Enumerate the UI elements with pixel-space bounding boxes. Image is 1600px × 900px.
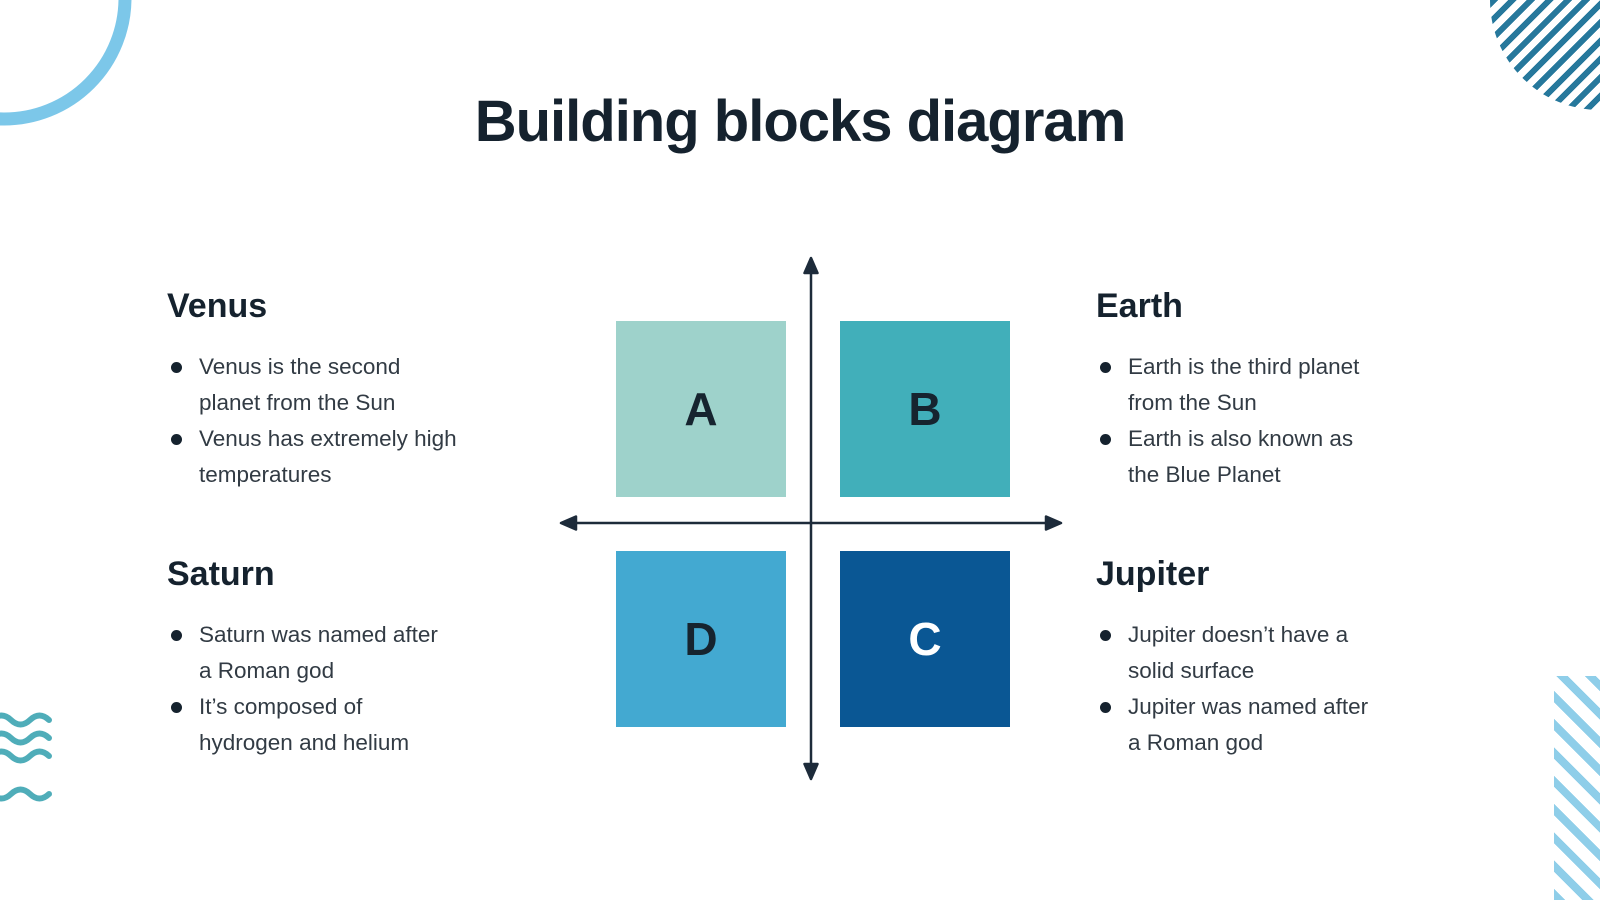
block-label: D bbox=[684, 613, 718, 665]
bullet-text: It’s composed of hydrogen and helium bbox=[199, 693, 410, 755]
list-item: Venus is the second planet from the Sun bbox=[167, 349, 507, 421]
bullet-icon bbox=[171, 701, 182, 713]
bullet-text: Jupiter doesn’t have a solid surface bbox=[1128, 621, 1349, 683]
list-item: Jupiter was named after a Roman god bbox=[1096, 689, 1436, 761]
block-d: D bbox=[616, 551, 786, 727]
list-item: Earth is the third planet from the Sun bbox=[1096, 349, 1436, 421]
list-item: Jupiter doesn’t have a solid surface bbox=[1096, 617, 1436, 689]
bullet-text: Jupiter was named after a Roman god bbox=[1128, 693, 1369, 755]
list-item: Saturn was named after a Roman god bbox=[167, 617, 507, 689]
section-heading: Venus bbox=[167, 287, 268, 325]
bullet-text: Saturn was named after a Roman god bbox=[199, 621, 438, 683]
bullet-icon bbox=[1100, 433, 1111, 445]
block-label: B bbox=[908, 383, 942, 435]
arrow-left-icon bbox=[559, 515, 578, 531]
list-item: It’s composed of hydrogen and helium bbox=[167, 689, 507, 761]
list-item: Venus has extremely high temperatures bbox=[167, 421, 507, 493]
bullet-icon bbox=[1100, 361, 1111, 373]
bullet-list: Earth is the third planet from the Sun E… bbox=[1096, 349, 1436, 493]
bullet-text: Venus has extremely high temperatures bbox=[199, 425, 457, 487]
section-earth: Earth Earth is the third planet from the… bbox=[1096, 286, 1436, 493]
section-saturn: Saturn Saturn was named after a Roman go… bbox=[167, 554, 507, 761]
bullet-text: Earth is also known as the Blue Planet bbox=[1128, 425, 1354, 487]
arrow-right-icon bbox=[1044, 515, 1063, 531]
arrow-down-icon bbox=[803, 762, 819, 781]
diagonal-stripes-icon bbox=[1554, 676, 1600, 900]
block-a: A bbox=[616, 321, 786, 497]
arrow-up-icon bbox=[803, 256, 819, 275]
section-heading: Earth bbox=[1096, 287, 1183, 325]
bullet-icon bbox=[171, 433, 182, 445]
bullet-icon bbox=[171, 361, 182, 373]
list-item: Earth is also known as the Blue Planet bbox=[1096, 421, 1436, 493]
bullet-list: Saturn was named after a Roman god It’s … bbox=[167, 617, 507, 761]
bullet-icon bbox=[1100, 629, 1111, 641]
bullet-icon bbox=[171, 629, 182, 641]
section-jupiter: Jupiter Jupiter doesn’t have a solid sur… bbox=[1096, 554, 1436, 761]
bullet-list: Jupiter doesn’t have a solid surface Jup… bbox=[1096, 617, 1436, 761]
page-title: Building blocks diagram bbox=[474, 89, 1127, 154]
section-venus: Venus Venus is the second planet from th… bbox=[167, 286, 507, 493]
block-b: B bbox=[840, 321, 1010, 497]
block-label: A bbox=[684, 383, 718, 435]
bullet-list: Venus is the second planet from the Sun … bbox=[167, 349, 507, 493]
bullet-text: Earth is the third planet from the Sun bbox=[1128, 353, 1360, 415]
waves-icon bbox=[0, 712, 52, 802]
bullet-icon bbox=[1100, 701, 1111, 713]
bullet-text: Venus is the second planet from the Sun bbox=[199, 353, 401, 415]
section-heading: Saturn bbox=[167, 555, 275, 593]
block-label: C bbox=[908, 613, 942, 665]
block-c: C bbox=[840, 551, 1010, 727]
section-heading: Jupiter bbox=[1096, 555, 1210, 593]
